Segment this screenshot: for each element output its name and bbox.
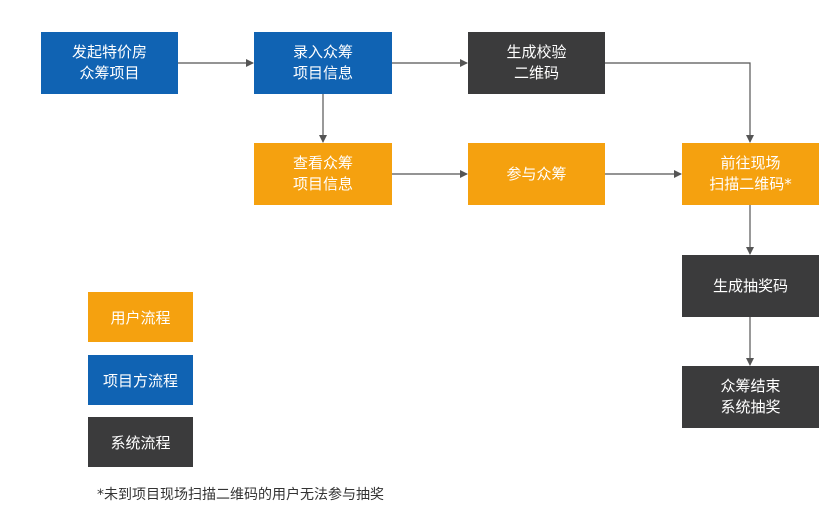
footnote: *未到项目现场扫描二维码的用户无法参与抽奖 [97, 487, 384, 503]
legend-system-flow: 系统流程 [88, 417, 193, 467]
node-view-project-info: 查看众筹 项目信息 [254, 143, 392, 205]
node-join-crowdfunding: 参与众筹 [468, 143, 605, 205]
node-end-and-draw: 众筹结束 系统抽奖 [682, 366, 819, 428]
legend-user-flow: 用户流程 [88, 292, 193, 342]
node-generate-lottery-code: 生成抽奖码 [682, 255, 819, 317]
node-enter-project-info: 录入众筹 项目信息 [254, 32, 392, 94]
node-start-crowdfunding: 发起特价房 众筹项目 [41, 32, 178, 94]
node-scan-qr-onsite: 前往现场 扫描二维码* [682, 143, 819, 205]
arrow-qr-to-scan [605, 62, 754, 143]
legend-project-flow: 项目方流程 [88, 355, 193, 405]
node-generate-qr-code: 生成校验 二维码 [468, 32, 605, 94]
